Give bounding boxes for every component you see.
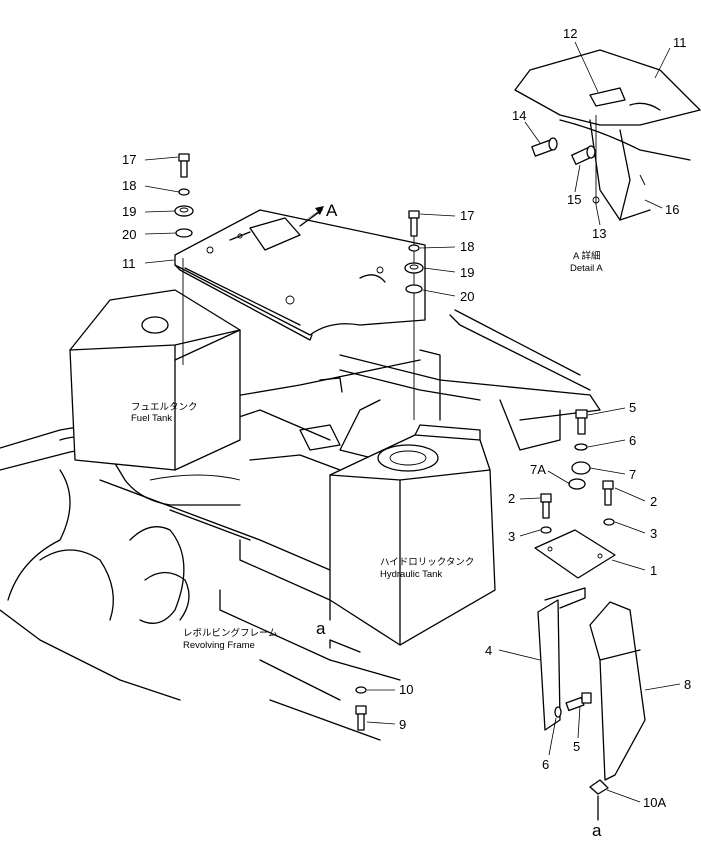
part-labels: フュエルタンク Fuel Tank ハイドロリックタンク Hydraulic T… [131,201,603,840]
callout-19: 19 [122,204,136,219]
section-mark-a-bottom-label: a [592,821,602,840]
callout-14: 14 [512,108,526,123]
fuel-tank [69,289,241,471]
leader-lines [144,41,681,803]
detail-a-label-en: Detail A [570,263,603,274]
callout-3: 3 [508,529,515,544]
callout-6: 6 [629,433,636,448]
callout-11: 11 [673,35,687,50]
bolt-5-lower [554,692,592,718]
revolving-frame-label-en: Revolving Frame [183,640,255,651]
detail-a-label-jp: A 詳細 [573,250,600,262]
callout-1: 1 [650,563,657,578]
callout-9: 9 [399,717,406,732]
callout-10: 10 [399,682,413,697]
fastener-stack-left [174,153,194,238]
view-arrow-label: A [326,201,338,220]
callout-20: 20 [460,289,474,304]
detail-a [514,49,701,221]
fastener-stack-right [404,210,424,294]
cover-plate-11 [174,209,426,341]
callout-13: 13 [592,226,606,241]
hydraulic-tank [329,424,496,646]
callout-2: 2 [508,491,515,506]
callout-19: 19 [460,265,474,280]
callout-17: 17 [122,152,136,167]
hydraulic-tank-label-jp: ハイドロリックタンク [380,557,474,568]
callout-15: 15 [567,192,581,207]
hydraulic-tank-label-en: Hydraulic Tank [380,569,442,580]
callout-numbers: 17 18 19 20 11 17 18 19 20 11 12 14 15 1… [122,26,691,810]
callout-5: 5 [573,739,580,754]
callout-2: 2 [650,494,657,509]
plate-10a [589,779,609,795]
section-mark-a-top-line [329,639,361,653]
callout-7: 7 [629,467,636,482]
frame-rails [299,309,601,461]
callout-18: 18 [122,178,136,193]
fuel-tank-label-jp: フュエルタンク [131,402,198,413]
callout-5: 5 [629,400,636,415]
callout-11: 11 [122,256,136,271]
callout-7a: 7A [530,462,546,477]
revolving-frame-label-jp: レボルビングフレーム [183,627,278,639]
bolt-2-left [540,493,552,534]
callout-10a: 10A [643,795,666,810]
callout-4: 4 [485,643,492,658]
callout-18: 18 [460,239,474,254]
bracket-plate-1 [534,529,616,579]
callout-17: 17 [460,208,474,223]
callout-12: 12 [563,26,577,41]
callout-3: 3 [650,526,657,541]
callout-8: 8 [684,677,691,692]
fuel-tank-label-en: Fuel Tank [131,413,172,424]
bolt-9 [355,686,367,731]
cover-8 [589,601,646,781]
view-arrow-a [299,206,324,227]
callout-20: 20 [122,227,136,242]
section-mark-a-top-label: a [316,619,326,638]
support-4 [537,587,586,731]
bolt-2-right [602,480,615,526]
bolt-5-upper [568,409,591,490]
callout-6: 6 [542,757,549,772]
callout-16: 16 [665,202,679,217]
